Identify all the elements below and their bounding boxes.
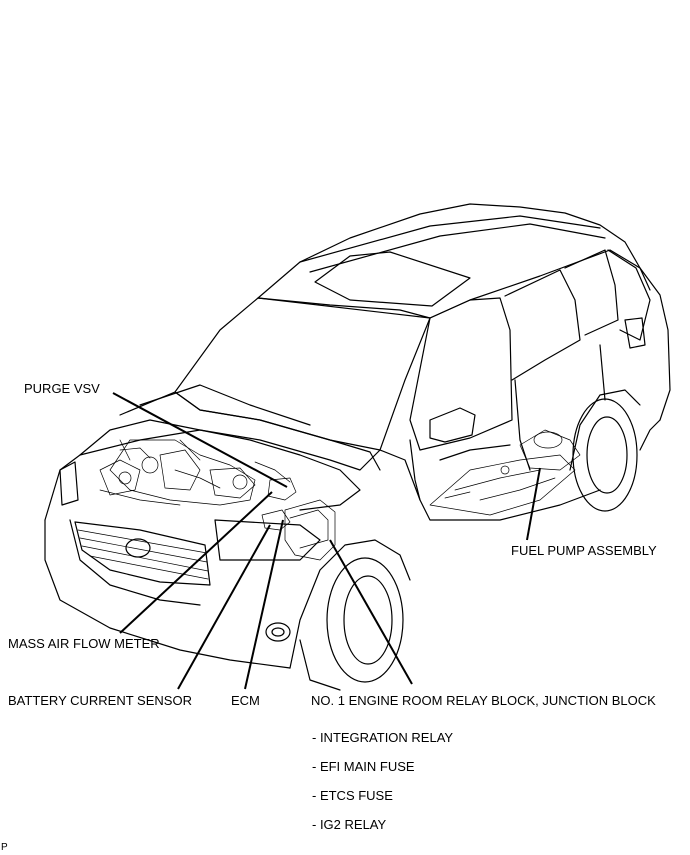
leader-mass-air-flow-meter	[119, 491, 273, 634]
headlight-right	[214, 519, 321, 561]
relay-block-item: - ETCS FUSE	[312, 788, 393, 803]
leader-lines	[112, 392, 541, 690]
rear-wheel-arch	[569, 389, 641, 471]
front-wheel	[326, 557, 404, 683]
side-mirror	[429, 407, 476, 443]
leader-ecm	[244, 519, 284, 690]
relay-block-item: - INTEGRATION RELAY	[312, 730, 454, 745]
label-mass-air-flow-meter: MASS AIR FLOW METER	[8, 636, 160, 651]
sunroof	[314, 251, 471, 307]
relay-block-box	[284, 499, 336, 561]
roof-outline	[257, 203, 651, 299]
suv-line-drawing	[44, 203, 671, 691]
label-battery-current-sensor: BATTERY CURRENT SENSOR	[8, 693, 192, 708]
emblem	[125, 538, 151, 558]
headlight-left	[59, 461, 79, 506]
label-relay-block: NO. 1 ENGINE ROOM RELAY BLOCK, JUNCTION …	[311, 693, 656, 708]
underbody-floor	[429, 454, 576, 516]
corner-mark: P	[1, 842, 8, 853]
label-ecm: ECM	[231, 693, 260, 708]
leader-relay-block	[329, 539, 413, 685]
fuel-tank	[519, 429, 581, 471]
front-wheel-arch	[289, 539, 411, 669]
leader-battery-current-sensor	[177, 524, 271, 690]
label-purge-vsv: PURGE VSV	[24, 381, 100, 396]
open-hood	[119, 391, 381, 471]
relay-block-item: - EFI MAIN FUSE	[312, 759, 415, 774]
leader-fuel-pump-assembly	[526, 467, 541, 541]
relay-block-item: - IG2 RELAY	[312, 817, 387, 832]
leader-purge-vsv	[112, 392, 288, 488]
grille	[74, 521, 211, 586]
rear-wheel	[572, 398, 638, 512]
label-fuel-pump-assembly: FUEL PUMP ASSEMBLY	[511, 543, 657, 558]
engine-block	[109, 439, 256, 506]
engine-bay	[79, 419, 361, 511]
windshield	[174, 297, 431, 451]
